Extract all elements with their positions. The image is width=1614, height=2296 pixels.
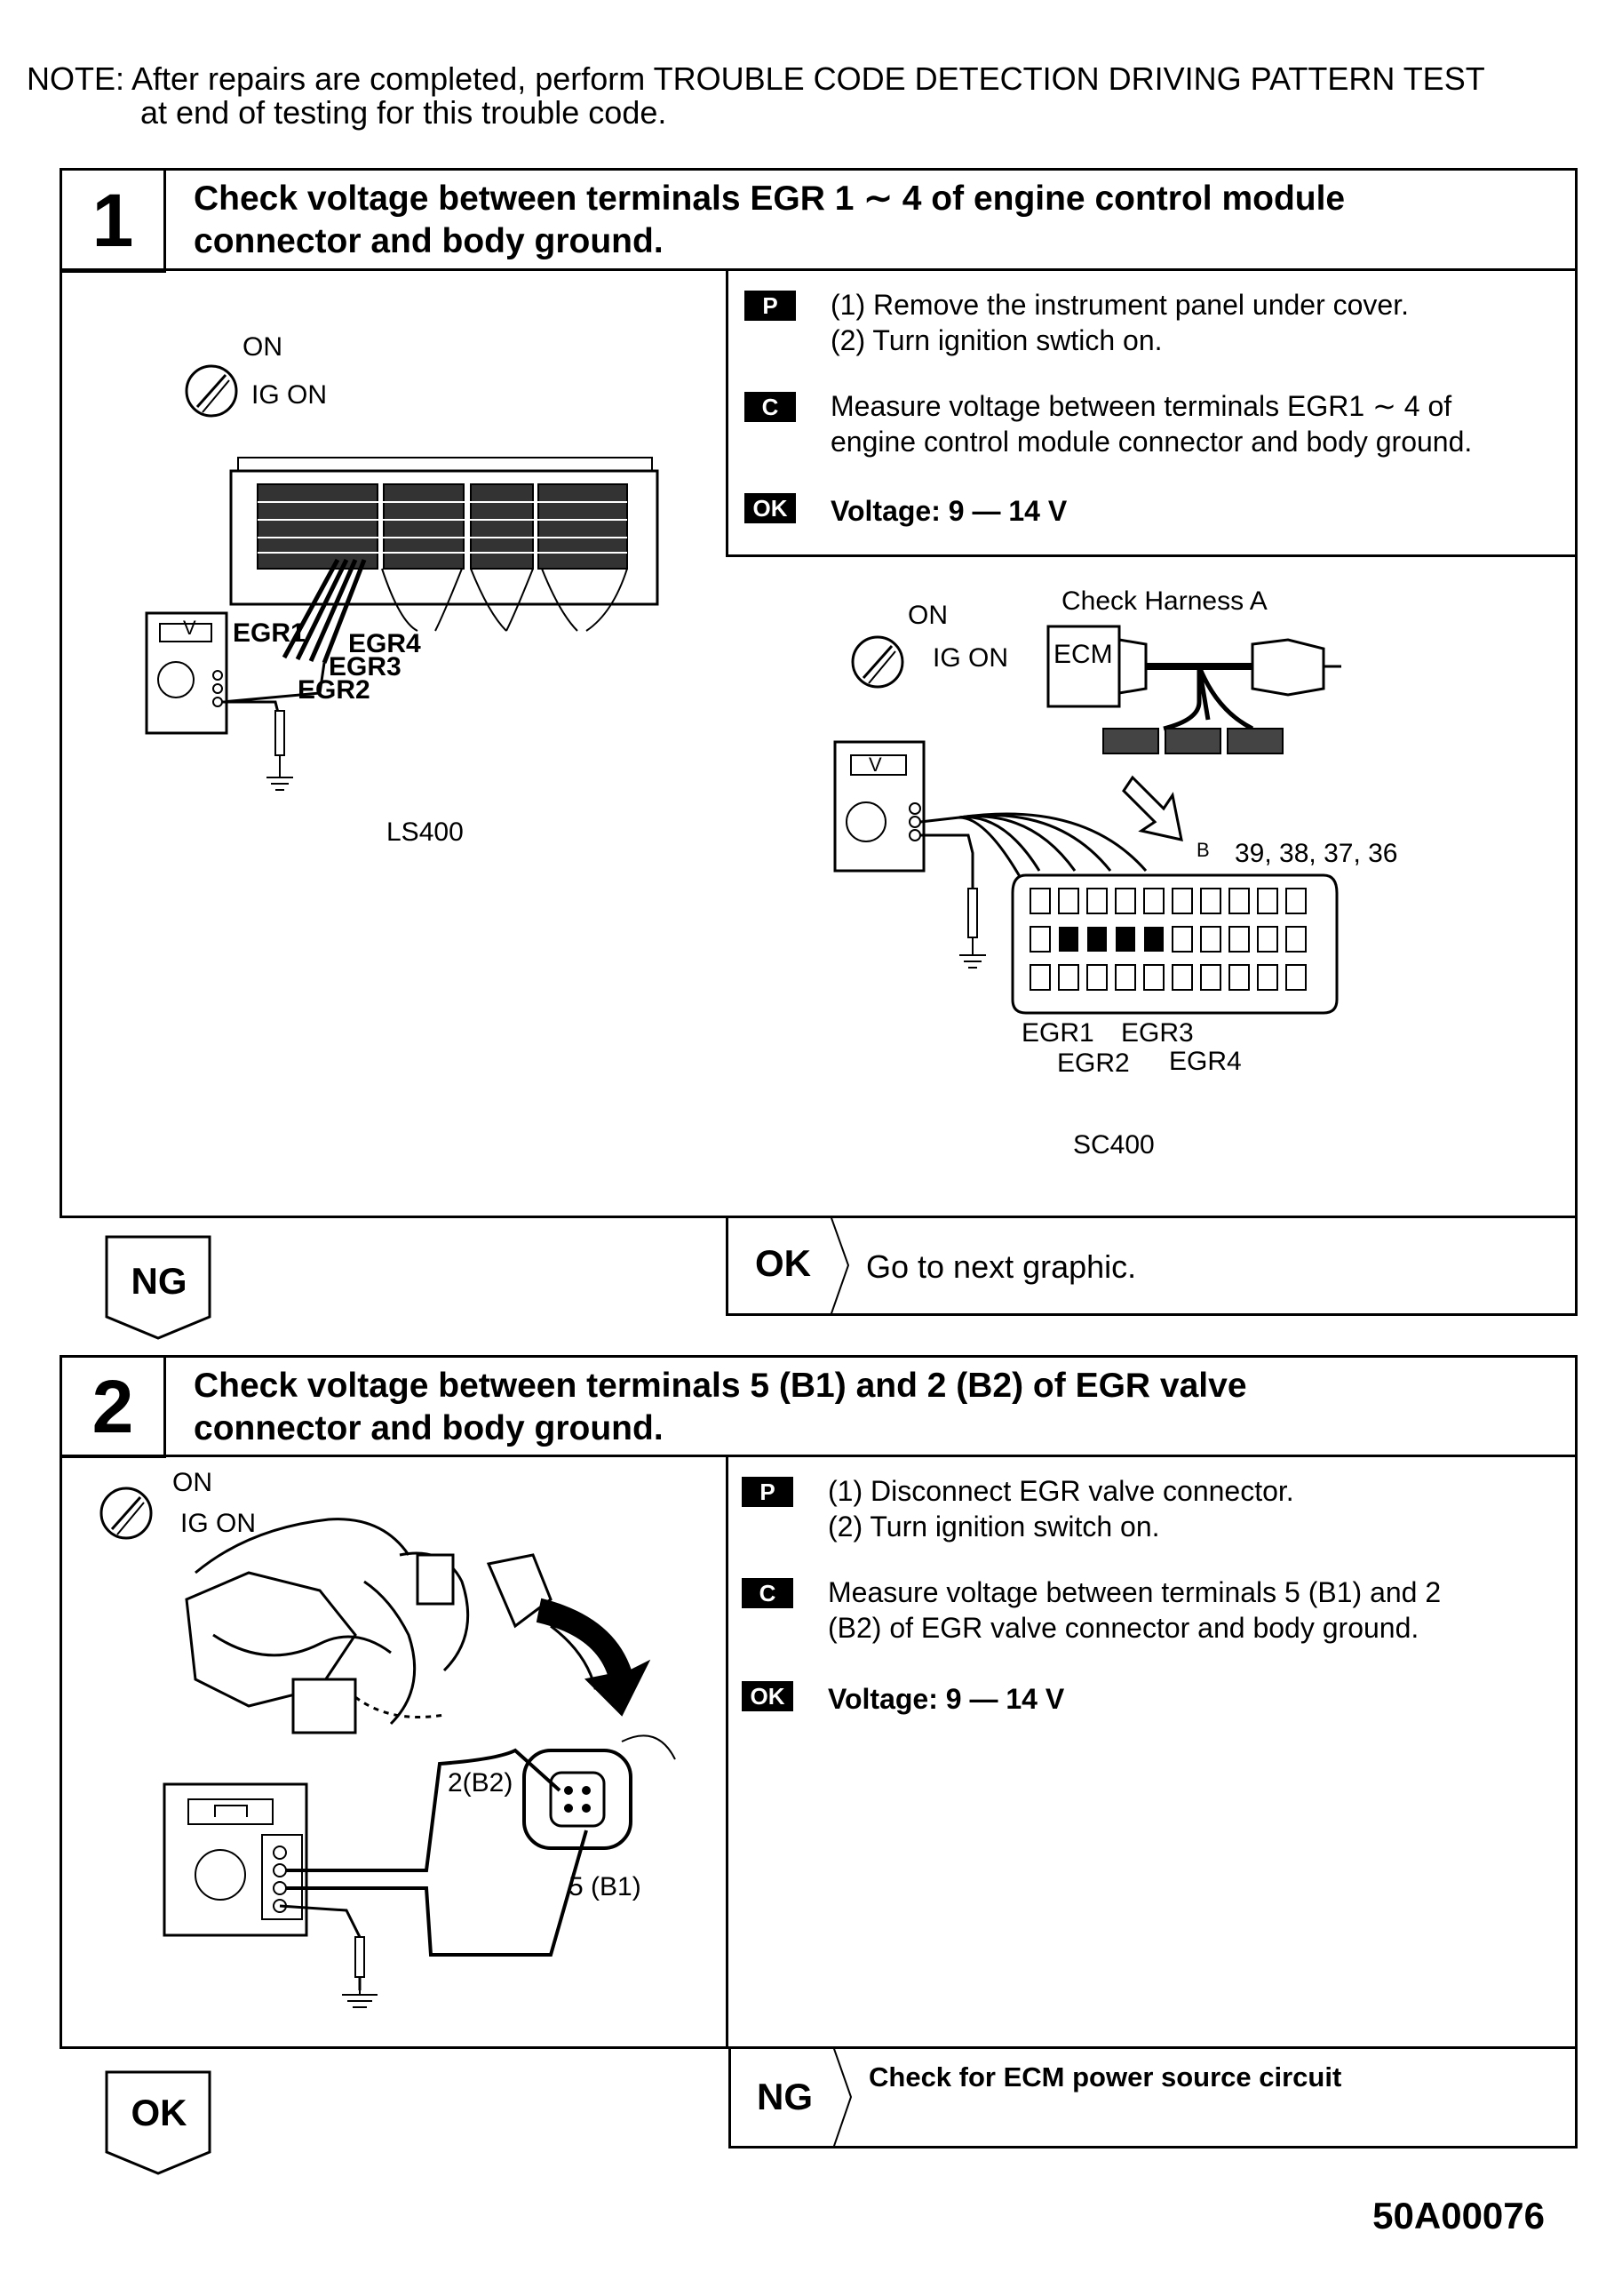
step1-ok-result: OK xyxy=(755,1242,811,1284)
sc400-meter-label: V xyxy=(869,753,882,776)
sc400-ecm-label: ECM xyxy=(1053,640,1113,669)
check-harness-icon xyxy=(1046,625,1341,754)
step2-number: 2 xyxy=(60,1355,166,1458)
ignition-key-icon xyxy=(99,1487,153,1540)
ok-tag: OK xyxy=(744,493,796,523)
ls400-ig-on-label: IG ON xyxy=(251,380,328,410)
ls400-egr4: EGR4 xyxy=(348,629,421,658)
engine-bay-icon xyxy=(185,1518,622,1734)
step2-ok-label: OK xyxy=(131,2092,187,2133)
sc400-egr1: EGR1 xyxy=(1022,1018,1094,1048)
egr-valve-connector-icon xyxy=(522,1734,676,1850)
ls400-egr2: EGR2 xyxy=(298,675,370,705)
step2-heading: Check voltage between terminals 5 (B1) a… xyxy=(194,1365,1562,1450)
step2-c-line2: (B2) of EGR valve connector and body gro… xyxy=(828,1612,1419,1644)
step1-p-line2: (2) Turn ignition swtich on. xyxy=(831,324,1163,356)
sc400-connector-ref: 39, 38, 37, 36 xyxy=(1235,839,1398,868)
c-tag: C xyxy=(744,392,796,422)
voltmeter-icon xyxy=(833,740,926,873)
step2-divider xyxy=(726,1457,728,2049)
step2-ng-chevron xyxy=(832,2046,853,2149)
sc400-on-label: ON xyxy=(908,601,948,630)
step2-b2-label: 2(B2) xyxy=(448,1768,513,1798)
ok-tag: OK xyxy=(742,1681,793,1711)
step1-ng-label: NG xyxy=(131,1260,187,1302)
sc400-model: SC400 xyxy=(1073,1130,1155,1160)
ls400-meter-label: V xyxy=(183,617,196,639)
sc400-egr3: EGR3 xyxy=(1121,1018,1194,1048)
c-tag: C xyxy=(742,1578,793,1608)
step2-ng-result: NG xyxy=(757,2076,813,2117)
terminal-connector-icon xyxy=(1011,873,1339,1015)
step2-ig-on-label: IG ON xyxy=(180,1509,257,1538)
step2-b1-label: 5 (B1) xyxy=(568,1872,641,1901)
step2-ok-pentagon xyxy=(105,2070,211,2175)
step2-ng-result-box xyxy=(728,2046,1578,2149)
document-id: 50A00076 xyxy=(1372,2195,1545,2236)
step2-ng-action: Check for ECM power source circuit xyxy=(869,2061,1342,2093)
step1-c-line1: Measure voltage between terminals EGR1 ∼… xyxy=(831,390,1452,422)
step1-ok-value: Voltage: 9 — 14 V xyxy=(831,495,1068,527)
ignition-key-icon xyxy=(185,364,238,418)
step1-instructions: P (1) Remove the instrument panel under … xyxy=(726,271,1578,557)
step2-header-rule xyxy=(60,1455,1578,1457)
step1-heading: Check voltage between terminals EGR 1 ∼ … xyxy=(194,178,1562,263)
voltmeter-icon xyxy=(145,611,228,735)
step2-p-line1: (1) Disconnect EGR valve connector. xyxy=(828,1475,1294,1507)
step2-instructions: P (1) Disconnect EGR valve connector. (2… xyxy=(728,1457,1578,1990)
sc400-ig-on-label: IG ON xyxy=(933,643,1009,673)
sc400-egr2: EGR2 xyxy=(1057,1048,1130,1078)
step1-ok-chevron xyxy=(830,1216,850,1316)
sc400-diagram xyxy=(833,625,1341,1015)
step1-c-line2: engine control module connector and body… xyxy=(831,426,1473,458)
sc400-egr4: EGR4 xyxy=(1169,1047,1242,1076)
step1-p-line1: (1) Remove the instrument panel under co… xyxy=(831,289,1409,321)
ls400-model: LS400 xyxy=(386,817,464,847)
ohmmeter-icon xyxy=(163,1782,308,1937)
step2-heading-line1: Check voltage between terminals 5 (B1) a… xyxy=(194,1367,1247,1405)
step1-ng-pentagon xyxy=(105,1235,211,1340)
step2-p-line2: (2) Turn ignition switch on. xyxy=(828,1511,1160,1543)
note-line1: NOTE: After repairs are completed, perfo… xyxy=(27,60,1485,97)
note-line2: at end of testing for this trouble code. xyxy=(140,94,667,131)
step1-header-rule xyxy=(60,268,1578,271)
sc400-connector-letter: B xyxy=(1197,839,1210,861)
step2-ok-value: Voltage: 9 — 14 V xyxy=(828,1683,1065,1715)
p-tag: P xyxy=(744,291,796,321)
step1-number: 1 xyxy=(60,168,166,273)
step1-ok-action: Go to next graphic. xyxy=(866,1248,1137,1285)
note: NOTE: After repairs are completed, perfo… xyxy=(27,62,1590,130)
step2-heading-line2: connector and body ground. xyxy=(194,1409,664,1447)
step2-on-label: ON xyxy=(172,1468,212,1497)
step1-ok-result-box xyxy=(726,1216,1578,1316)
ls400-diagram xyxy=(145,364,659,791)
ls400-egr3: EGR3 xyxy=(329,652,402,682)
sc400-harness-label: Check Harness A xyxy=(1061,586,1268,616)
step1-heading-line2: connector and body ground. xyxy=(194,222,664,260)
ecm-connector-icon xyxy=(229,457,659,632)
ignition-key-icon xyxy=(851,635,904,689)
ls400-egr1: EGR1 xyxy=(233,618,306,648)
p-tag: P xyxy=(742,1477,793,1507)
step1-heading-line1: Check voltage between terminals EGR 1 ∼ … xyxy=(194,179,1346,218)
egr-valve-diagram xyxy=(99,1487,676,2008)
step2-c-line1: Measure voltage between terminals 5 (B1)… xyxy=(828,1576,1442,1608)
ls400-on-label: ON xyxy=(242,332,282,362)
